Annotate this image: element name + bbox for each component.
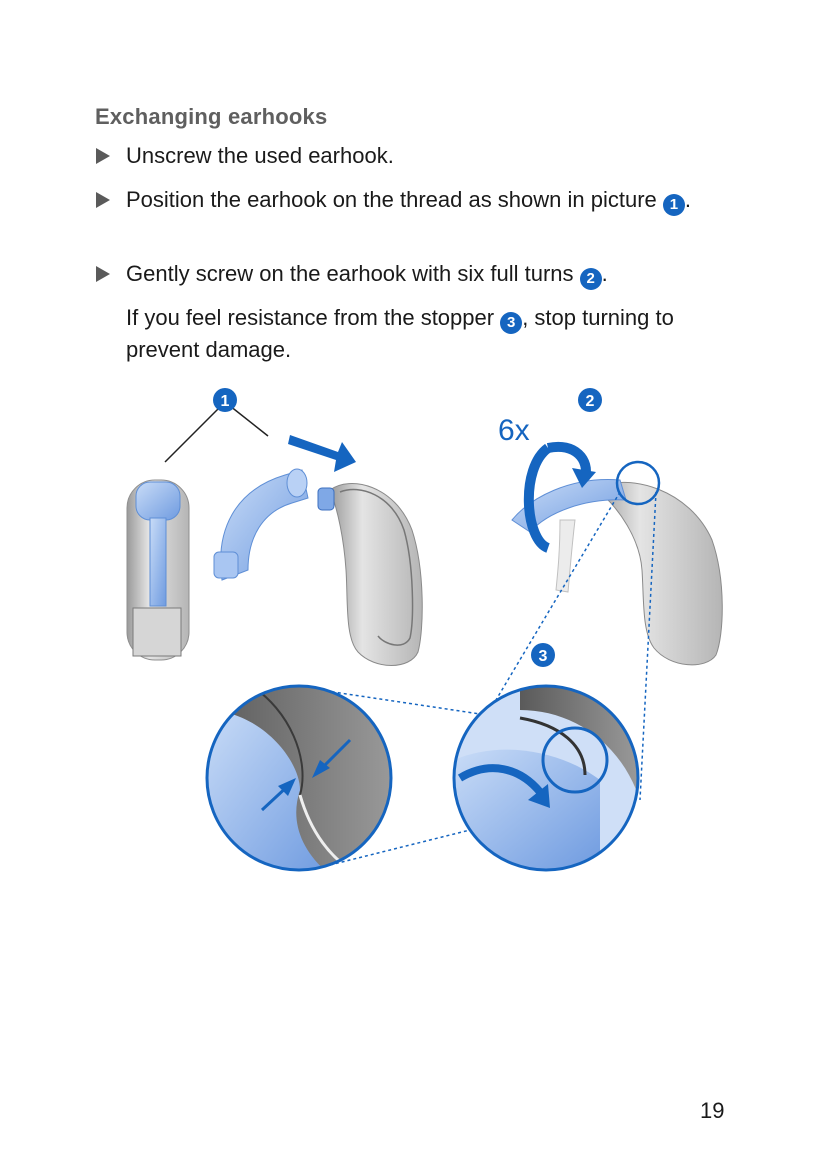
marker-3-icon: 3 xyxy=(500,312,523,334)
hearing-aid-right xyxy=(511,441,723,666)
step-text-part: Gently screw on the earhook with six ful… xyxy=(126,261,580,286)
step-text-part: Position the earhook on the thread as sh… xyxy=(126,187,663,212)
callout-3: 3 xyxy=(531,643,555,667)
page-number: 19 xyxy=(700,1098,725,1123)
step-text: Gently screw on the earhook with six ful… xyxy=(126,258,756,290)
earhook-illustration: 1 2 6x xyxy=(126,388,723,872)
marker-1-icon: 1 xyxy=(662,194,685,216)
hearing-aid-left xyxy=(317,483,423,666)
bullet-triangle-icon xyxy=(96,148,110,164)
step-position: Position the earhook on the thread as sh… xyxy=(96,184,756,216)
detail-gap-view xyxy=(205,684,393,872)
step-text: Position the earhook on the thread as sh… xyxy=(126,184,756,216)
callout-3-label: 3 xyxy=(539,648,548,665)
note-text-part: , stop turning to prevent damage. xyxy=(126,305,674,362)
step-text-part: . xyxy=(684,187,692,212)
step-text: Unscrew the used earhook. xyxy=(126,143,394,168)
note-text-part: If you feel resistance from the stopper xyxy=(126,305,501,330)
step-screw: Gently screw on the earhook with six ful… xyxy=(96,258,756,290)
section-heading: Exchanging earhooks xyxy=(95,104,328,129)
bullet-triangle-icon xyxy=(96,192,110,208)
step-unscrew: Unscrew the used earhook. xyxy=(96,140,756,172)
callout-1-label: 1 xyxy=(221,393,230,410)
device-side-view xyxy=(126,479,190,661)
turns-label: 6x xyxy=(498,414,530,447)
bullet-triangle-icon xyxy=(96,266,110,282)
stopper-note: If you feel resistance from the stopper … xyxy=(126,302,746,366)
detached-earhook xyxy=(213,468,309,581)
callout-1: 1 xyxy=(164,388,269,463)
attach-arrow-icon xyxy=(288,435,356,472)
callout-2-label: 2 xyxy=(586,393,595,410)
detail-stopper-view xyxy=(452,684,640,872)
marker-2-icon: 2 xyxy=(579,268,602,290)
callout-2: 2 xyxy=(578,388,602,412)
step-text-part: . xyxy=(601,261,608,286)
